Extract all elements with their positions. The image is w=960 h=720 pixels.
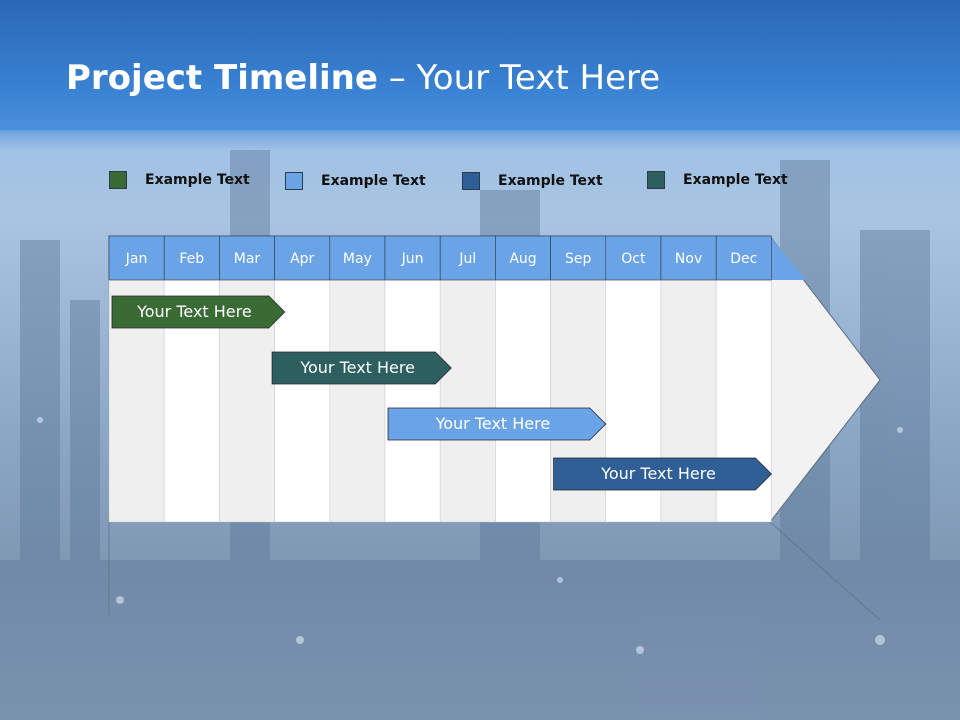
month-label: Jul (459, 251, 477, 267)
legend-swatch (647, 171, 665, 189)
month-column (329, 279, 386, 523)
legend-label: Example Text (145, 172, 250, 188)
month-column (274, 279, 331, 523)
month-header-cell (163, 235, 220, 281)
page-title: Project Timeline – Your Text Here (66, 58, 660, 98)
month-label: Feb (179, 251, 205, 267)
header-arrow-tip (770, 236, 806, 280)
task-bar-label: Your Text Here (601, 464, 716, 483)
month-label: Dec (730, 251, 758, 267)
legend-label: Example Text (683, 172, 788, 188)
legend-item-3: Example Text (462, 171, 603, 191)
task-bar (271, 351, 452, 385)
month-label: Jun (401, 251, 424, 267)
legend-item-1: Example Text (109, 170, 250, 190)
month-label: Jan (125, 251, 148, 267)
task-bar (111, 295, 286, 329)
title-rest: – Your Text Here (377, 58, 661, 98)
month-header-cell (108, 235, 165, 281)
month-label: Mar (233, 251, 261, 267)
legend-swatch (285, 172, 303, 190)
month-label: Nov (674, 251, 703, 267)
legend-item-4: Example Text (647, 170, 788, 190)
guide-line-right (769, 521, 881, 621)
month-header-cell (219, 235, 275, 281)
month-header-cell (605, 235, 662, 281)
title-fade (0, 120, 960, 150)
legend-swatch (462, 172, 480, 190)
month-header-cell (550, 235, 607, 281)
month-label: Apr (290, 251, 315, 267)
task-bar (553, 457, 772, 491)
month-column (495, 279, 551, 523)
month-header-cell (274, 235, 331, 281)
legend-item-2: Example Text (285, 171, 426, 191)
legend-label: Example Text (321, 173, 426, 189)
month-header-cell (715, 235, 772, 281)
legend-swatch (109, 171, 127, 189)
month-label: May (342, 251, 372, 267)
task-bar-label: Your Text Here (137, 302, 252, 321)
title-bold: Project Timeline (66, 58, 378, 98)
month-header-cell (660, 235, 717, 281)
title-band (0, 0, 960, 130)
task-bar-label: Your Text Here (435, 414, 551, 433)
task-bar (387, 407, 607, 441)
month-column (439, 279, 496, 523)
legend-label: Example Text (498, 173, 603, 189)
task-bar-label: Your Text Here (300, 358, 415, 377)
month-label: Aug (509, 251, 537, 267)
month-header-cell (439, 235, 496, 281)
month-column (384, 279, 441, 523)
month-label: Sep (564, 251, 592, 267)
month-label: Oct (621, 251, 646, 267)
month-header-cell (329, 235, 386, 281)
task-bars (111, 295, 772, 491)
month-header-cell (495, 235, 551, 281)
